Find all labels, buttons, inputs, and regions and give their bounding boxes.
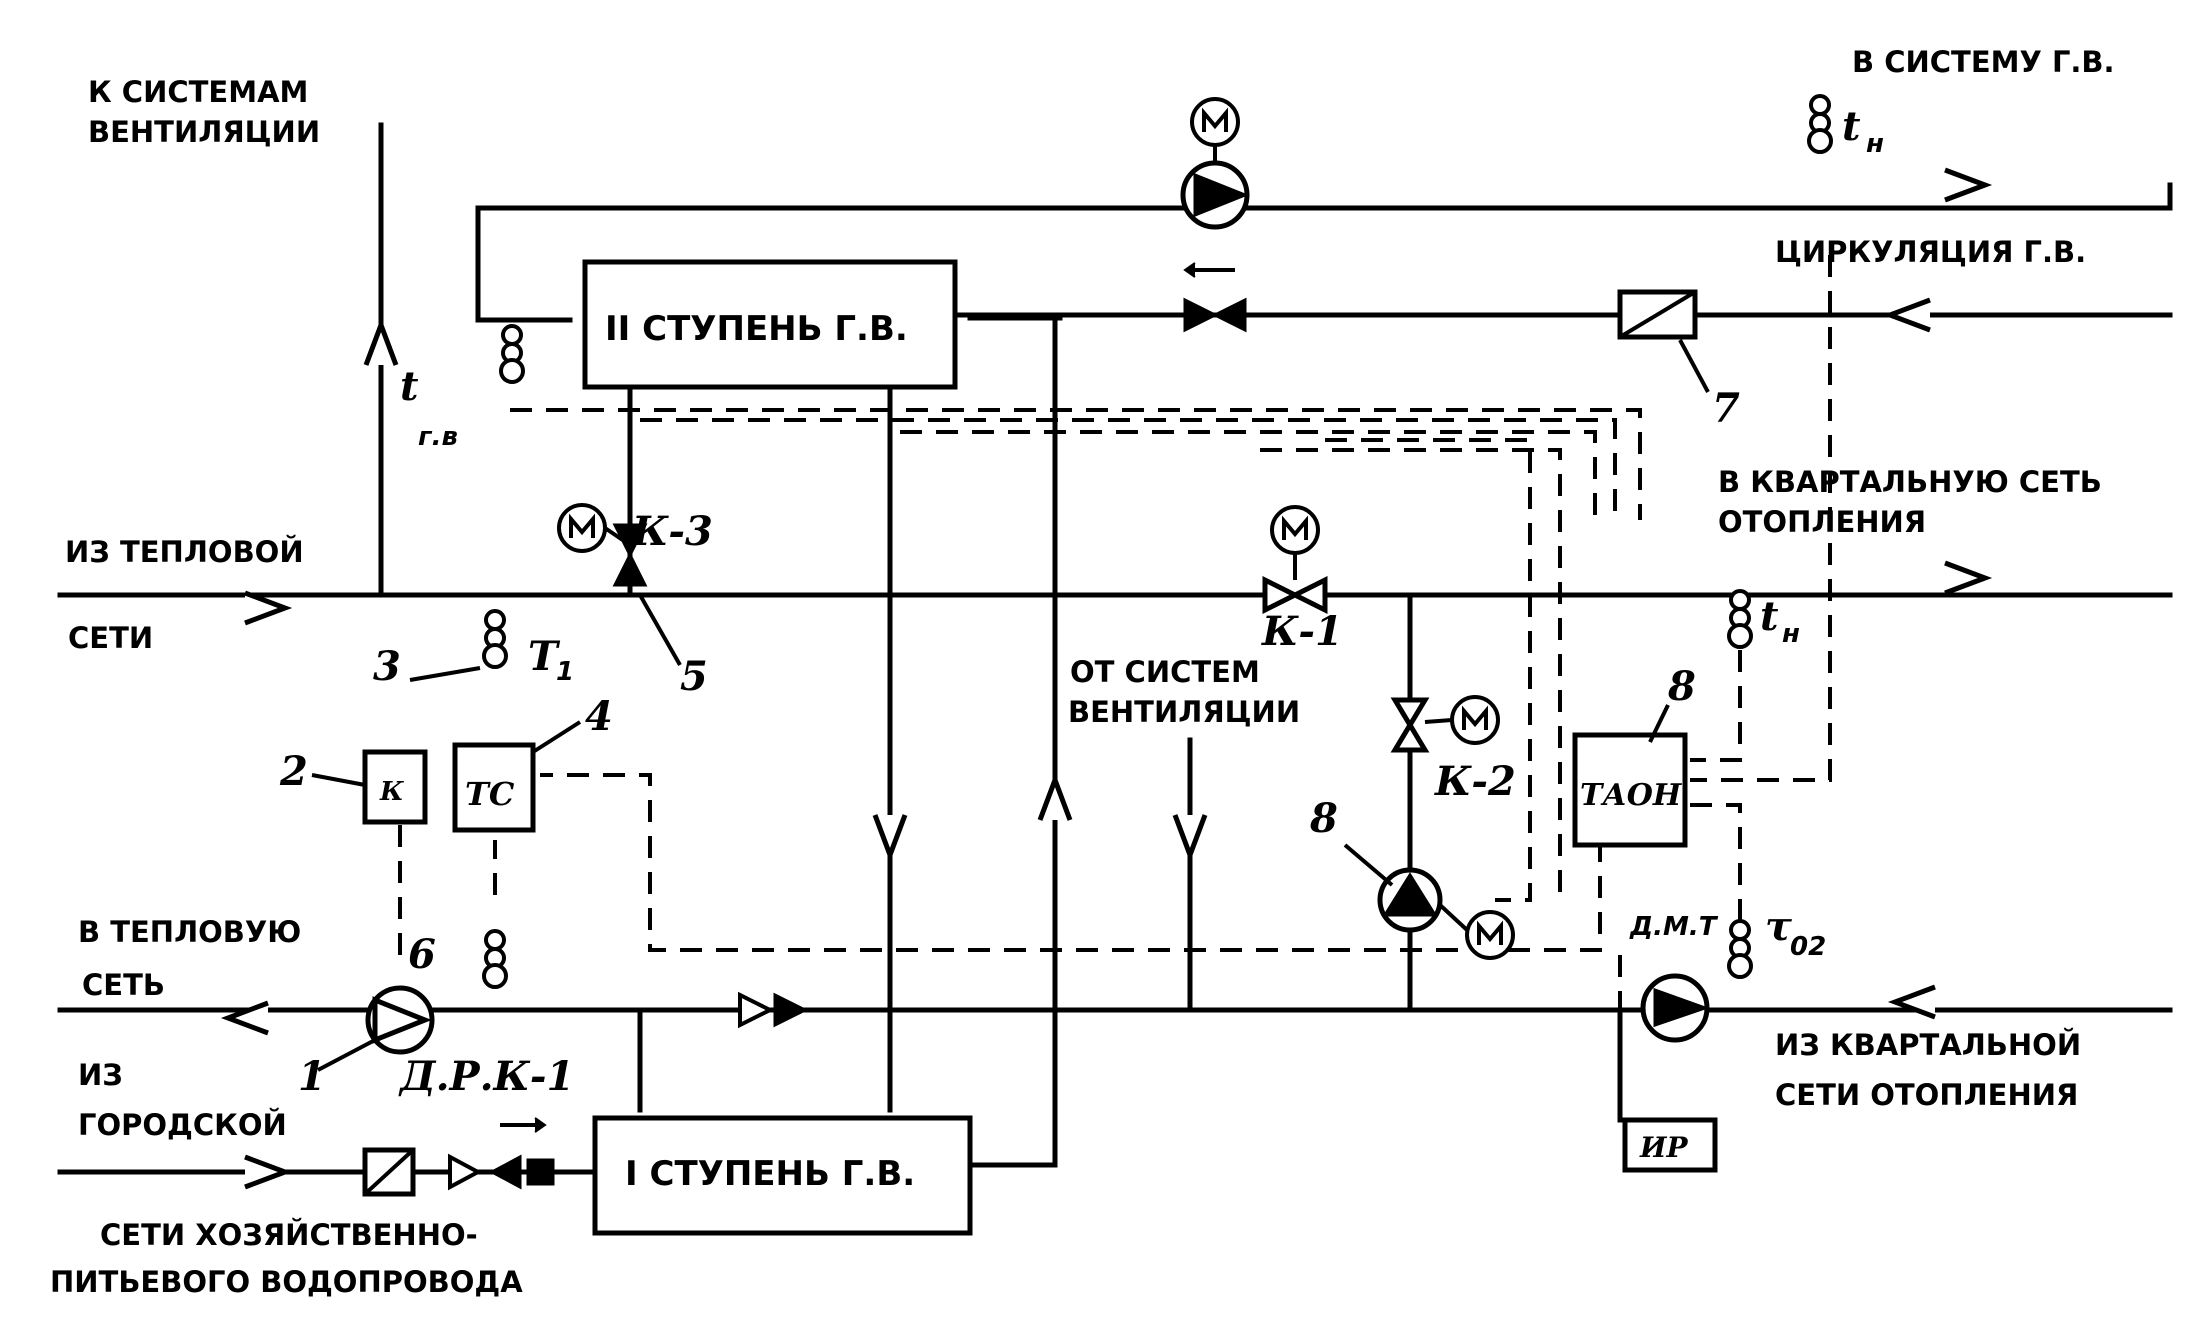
circulation-filter-7 [1617,289,1698,340]
flow-arrow-block-out [1945,563,1985,593]
tag-n1: 1 [298,1053,326,1100]
tag-n4: 4 [585,693,613,740]
tag-n8: 8 [1309,795,1338,842]
label-to-heat-net-2: СЕТЬ [82,968,165,1002]
label-to-ventilation-1: К СИСТЕМАМ [88,75,308,109]
pump-motor-icon [1190,97,1240,147]
tag-k3: К-3 [631,508,713,555]
pipe-labels: К СИСТЕМАМ ВЕНТИЛЯЦИИ В СИСТЕМУ Г.В. ЦИР… [50,45,2115,1299]
label-hw-circulation: ЦИРКУЛЯЦИЯ Г.В. [1775,235,2086,269]
pipes [57,122,2173,1175]
tag-t-h: t [1842,103,1861,150]
stage2-heater: II СТУПЕНЬ Г.В. [582,259,958,390]
label-from-ventilation-2: ВЕНТИЛЯЦИИ [1068,695,1300,729]
stage1-heater: I СТУПЕНЬ Г.В. [592,1115,973,1236]
stage2-inlet-pipe [475,205,573,323]
valve-k2 [1390,695,1500,753]
label-to-hw-system: В СИСТЕМУ Г.В. [1852,45,2115,79]
ir-label: ИР [1639,1131,1688,1164]
stage1-heater-label: I СТУПЕНЬ Г.В. [625,1154,915,1194]
k1-motor-icon [1270,505,1320,555]
thermometer-return-icon [482,929,508,989]
label-from-ventilation-1: ОТ СИСТЕМ [1070,655,1260,689]
valve-k1 [1262,505,1328,615]
thermometer-hw-icon [1807,94,1833,154]
label-to-block-heating-2: ОТОПЛЕНИЯ [1718,505,1926,539]
tag-n2: 2 [279,748,308,795]
flow-arrow-circulation [1890,300,1930,330]
check-valve-return [738,991,809,1029]
unit-2-box [362,749,428,825]
return-pump [1640,973,1710,1043]
unit-2: К [362,749,428,825]
tag-t-gv: t [400,363,419,410]
label-to-heat-net-1: В ТЕПЛОВУЮ [78,915,301,949]
thermometer-tn-icon [1727,589,1753,649]
label-from-block-heating-2: СЕТИ ОТОПЛЕНИЯ [1775,1078,2078,1112]
flow-arrow-ventilation-out [366,325,396,365]
tag-t1: Т [528,633,561,680]
label-water-main-1: СЕТИ ХОЗЯЙСТВЕННО- [100,1218,478,1252]
flow-arrow-down-stage1 [875,815,905,855]
city-water-valve [362,1147,555,1197]
label-to-block-heating-1: В КВАРТАЛЬНУЮ СЕТЬ [1718,465,2102,499]
tag-t-h-sub: н [1866,129,1884,159]
thermometer-t02-icon [1727,919,1753,979]
thermometer-stage2-icon [499,324,525,384]
ir-unit: ИР [1622,1117,1718,1173]
tag-dmt: Д.М.Т [1629,912,1719,942]
stage1-heater-box [592,1115,973,1236]
tag-n6: 6 [408,931,436,978]
tag-k2: К-2 [1434,758,1516,805]
tag-t-n: t [1760,593,1779,640]
stage2-heater-label: II СТУПЕНЬ Г.В. [605,309,908,349]
k3-motor-icon [557,503,607,553]
label-from-city-2: ГОРОДСКОЙ [78,1108,287,1142]
label-water-main-2: ПИТЬЕВОГО ВОДОПРОВОДА [50,1265,523,1299]
k2-motor-icon [1450,695,1500,745]
hw-circulation-pump [1180,97,1250,230]
tag-drk1: Д.Р.К-1 [398,1053,574,1100]
tag-t-gv-sub: г.в [418,422,458,452]
tags: К-3 К-1 К-2 Д.Р.К-1 Д.М.Т t г.в t н Т 1 … [279,103,1884,1100]
thermometer-t1-icon [482,609,508,669]
label-from-heat-net-2: СЕТИ [68,621,153,655]
ir-box [1622,1117,1718,1173]
flow-arrow-hw-out [1945,170,1985,200]
taon-label: ТАОН [1580,778,1683,813]
flow-arrow-up-riser [1040,780,1070,820]
tag-k1: К-1 [1261,608,1343,655]
label-from-heat-net-1: ИЗ ТЕПЛОВОЙ [65,535,304,569]
label-from-city-1: ИЗ [78,1058,123,1092]
stage2-heater-box [582,259,958,390]
mixing-pump-motor-icon [1465,910,1515,960]
mixing-pump-8 [1377,867,1515,960]
valve-circulation [1183,297,1247,333]
tag-n5: 5 [680,653,708,700]
flow-arrow-ventilation-return [1175,815,1205,855]
valve-k3 [557,503,648,587]
direction-markers [500,262,1235,1133]
control-lines [398,255,1832,1060]
tag-t-02: τ [1765,903,1792,950]
network-pump-1 [365,985,435,1055]
flow-arrow-city-water [245,1157,285,1187]
tc-unit: ТС [452,742,536,833]
label-from-block-heating-1: ИЗ КВАРТАЛЬНОЙ [1775,1028,2081,1062]
tag-n3: 3 [373,643,401,690]
taon-unit: ТАОН [1572,732,1688,848]
tag-t-n-sub: н [1782,619,1800,649]
unit-2-label: К [379,777,404,807]
tag-n8b: 8 [1667,663,1696,710]
label-to-ventilation-2: ВЕНТИЛЯЦИИ [88,115,320,149]
tag-t1-sub: 1 [556,657,574,687]
tag-t-02-sub: 02 [1790,932,1826,962]
tag-n7: 7 [1712,385,1740,432]
tc-box [452,742,536,833]
taon-box [1572,732,1688,848]
tc-label: ТС [465,775,515,813]
